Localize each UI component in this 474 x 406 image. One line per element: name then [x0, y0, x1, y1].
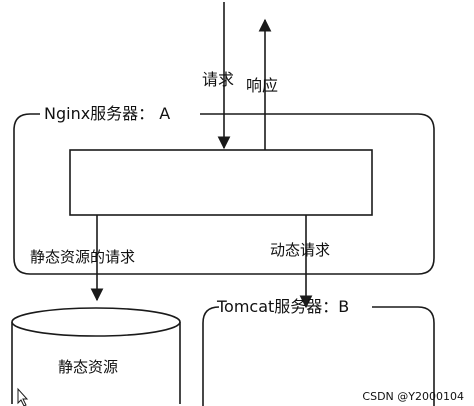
- static-request-label: 静态资源的请求: [30, 248, 135, 266]
- static-resources-label: 静态资源: [58, 358, 118, 376]
- tomcat-server-title: Tomcat服务器：B: [216, 297, 349, 316]
- request-label: 请求: [202, 70, 234, 89]
- dynamic-request-label: 动态请求: [270, 241, 330, 259]
- static-resources-cylinder: [11, 322, 181, 404]
- proxy-module-box: [69, 149, 373, 216]
- nginx-server-title: Nginx服务器： A: [44, 104, 170, 123]
- csdn-watermark: CSDN @Y2000104: [362, 390, 464, 403]
- nginx-server-box: [13, 113, 435, 275]
- static-resources-cylinder-top: [11, 307, 181, 337]
- tomcat-server-box: [202, 306, 435, 406]
- response-label: 响应: [246, 76, 278, 95]
- mouse-cursor-icon: [17, 387, 29, 406]
